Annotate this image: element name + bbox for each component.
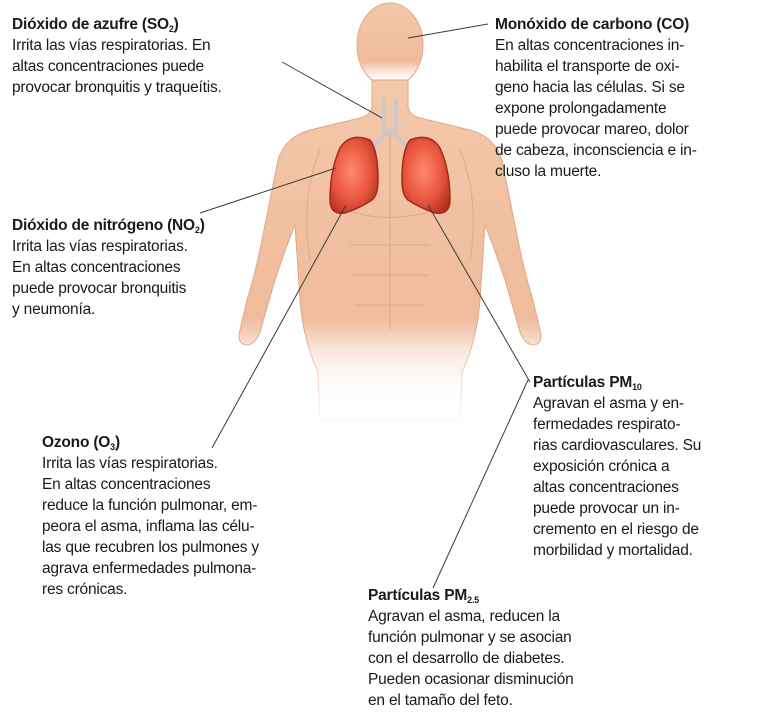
- annotation-o3: Ozono (O3) Irrita las vías respiratorias…: [42, 432, 342, 600]
- annotation-body: En altas concentraciones in- habilita el…: [495, 35, 757, 182]
- annotation-title: Monóxido de carbono (CO): [495, 14, 757, 35]
- annotation-body: Agravan el asma, reducen la función pulm…: [368, 606, 648, 711]
- annotation-title: Partículas PM10: [533, 372, 757, 393]
- annotation-co: Monóxido de carbono (CO) En altas concen…: [495, 14, 757, 182]
- annotation-body: Agravan el asma y en- fermedades respira…: [533, 393, 757, 561]
- annotation-so2: Dióxido de azufre (SO2) Irrita las vías …: [12, 14, 312, 98]
- annotation-body: Irrita las vías respiratorias. En altas …: [12, 236, 242, 320]
- annotation-title: Dióxido de nitrógeno (NO2): [12, 215, 242, 236]
- annotation-title: Ozono (O3): [42, 432, 342, 453]
- annotation-title: Partículas PM2.5: [368, 585, 648, 606]
- annotation-pm10: Partículas PM10 Agravan el asma y en- fe…: [533, 372, 757, 561]
- annotation-body: Irrita las vías respiratorias. En altas …: [12, 35, 312, 98]
- annotation-no2: Dióxido de nitrógeno (NO2) Irrita las ví…: [12, 215, 242, 320]
- annotation-title: Dióxido de azufre (SO2): [12, 14, 312, 35]
- annotation-pm25: Partículas PM2.5 Agravan el asma, reduce…: [368, 585, 648, 711]
- annotation-body: Irrita las vías respiratorias. En altas …: [42, 453, 342, 600]
